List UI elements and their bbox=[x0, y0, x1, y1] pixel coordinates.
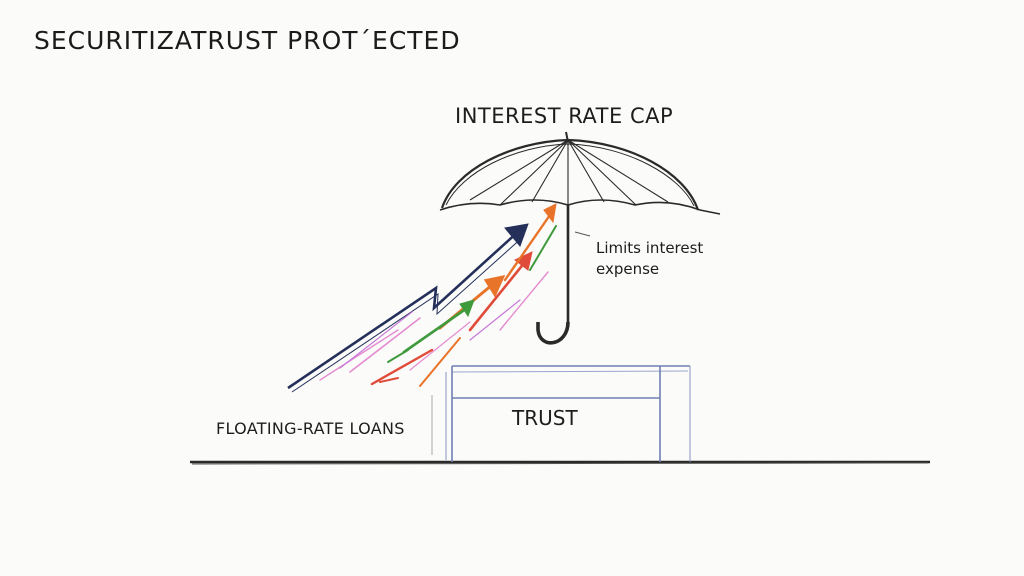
ground-line bbox=[190, 460, 930, 465]
interest-rate-cap-label: INTEREST RATE CAP bbox=[455, 104, 674, 128]
trust-box bbox=[431, 365, 691, 462]
umbrella-icon bbox=[439, 131, 721, 345]
navy-rising-arrow bbox=[287, 223, 529, 393]
floating-rate-loans-label: FLOATING-RATE LOANS bbox=[216, 419, 405, 438]
trust-label: TRUST bbox=[512, 406, 578, 430]
limits-expense-note: Limits interest expense bbox=[596, 239, 704, 278]
diagram-title: SECURITIZATRUST PROT´ECTED bbox=[34, 26, 461, 55]
colored-arrows bbox=[319, 203, 557, 387]
